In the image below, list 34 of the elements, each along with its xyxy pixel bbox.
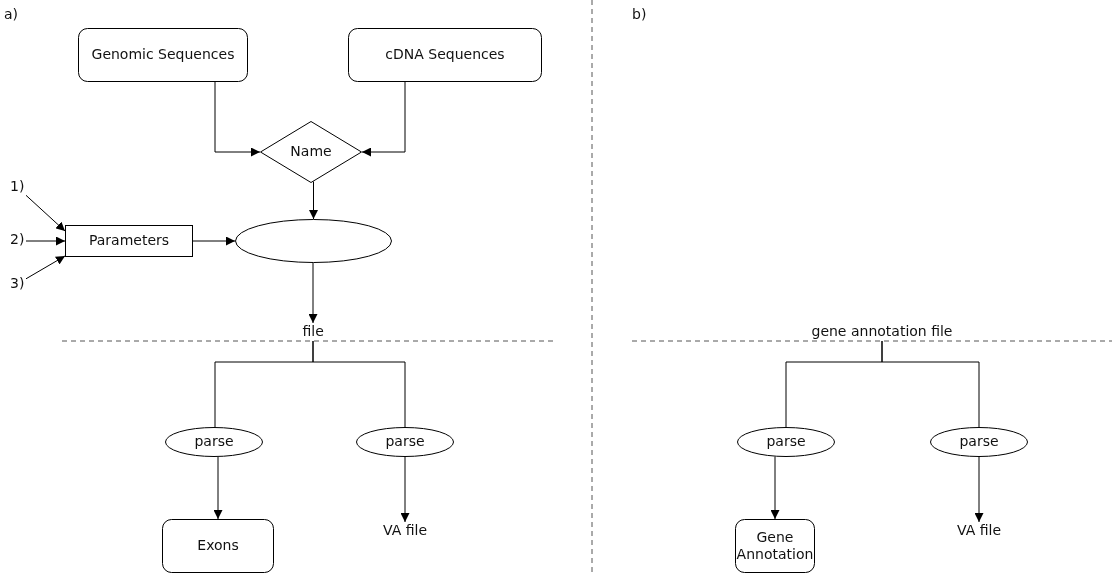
connector-line: [312, 340, 406, 428]
parameter-box: Parameters: [65, 225, 193, 257]
arrow: [192, 236, 236, 246]
input-box: cDNA Sequences: [348, 28, 542, 82]
file-label: VA file: [955, 522, 1004, 540]
arrow: [309, 181, 318, 220]
process-ellipse: parse: [737, 427, 835, 457]
process-ellipse: parse: [165, 427, 263, 457]
decision-diamond: Name: [260, 121, 362, 183]
arrow: [25, 194, 66, 232]
panel-label: a): [4, 6, 19, 22]
panel-label: b): [632, 6, 647, 22]
arrow: [213, 456, 223, 520]
arrow: [400, 456, 410, 523]
arrow: [25, 236, 66, 246]
process-ellipse: parse: [356, 427, 454, 457]
input-box: Genomic Sequences: [78, 28, 248, 82]
file-label: file: [300, 323, 326, 341]
arrow: [214, 81, 261, 157]
process-ellipse: parse: [930, 427, 1028, 457]
process-ellipse: [235, 219, 392, 263]
step-number: 3): [8, 275, 27, 293]
file-label: VA file: [381, 522, 430, 540]
output-box: Exons: [162, 519, 274, 573]
step-number: 2): [8, 231, 27, 249]
arrow: [308, 262, 318, 324]
arrow: [361, 81, 406, 157]
file-label: gene annotation file: [809, 323, 955, 341]
connector-line: [881, 340, 980, 428]
step-number: 1): [8, 178, 27, 196]
arrow: [974, 456, 984, 523]
arrow: [770, 456, 780, 520]
arrow: [25, 255, 66, 280]
output-box: Gene Annotation: [735, 519, 815, 573]
